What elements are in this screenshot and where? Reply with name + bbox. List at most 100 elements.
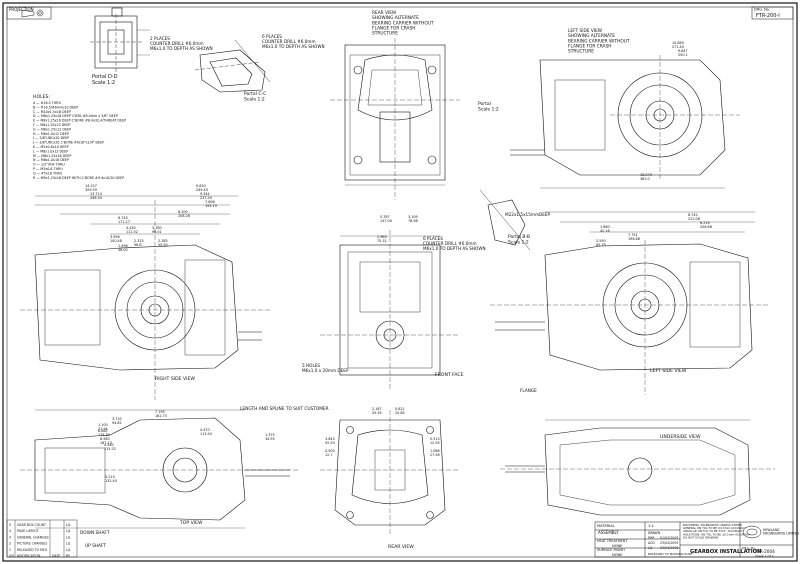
top-view-label: TOP VIEW — [179, 520, 203, 526]
dimension-value: 1.100 — [98, 423, 108, 427]
up-shaft-label: UP SHAFT — [85, 543, 106, 549]
front-face-label: FRONT FACE — [435, 372, 464, 378]
hole-item: K — M5x0.8x10 DEEP — [33, 145, 69, 149]
dimension-value: 115.32 — [104, 447, 116, 451]
dimension-value: 20.85 — [395, 411, 405, 415]
revision-cell: ISS — [9, 554, 14, 558]
dimension-value: 55.50 — [158, 243, 168, 247]
dimension-value: 113.54 — [200, 432, 212, 436]
dimension-annotations: 14.157359.5913.714348.349.820249.439.344… — [85, 41, 712, 483]
revision-cell: PAGE LAYOUT — [17, 529, 39, 533]
dimension-value: 112.52 — [126, 230, 138, 234]
dimension-value: 78.98 — [408, 219, 418, 223]
dimension-value: 92.53 — [325, 441, 335, 445]
company-logo — [742, 525, 762, 539]
hole-item: D — M8x1.25x16 DEEP C'BRL #8.4mm x 3/8" … — [33, 114, 118, 118]
tb-none-1: NONE — [612, 544, 623, 548]
dwg-no-value: FTR-200-I — [756, 13, 780, 19]
dimension-value: 7.606 — [205, 200, 215, 204]
tb-approved-by: LJL — [648, 546, 653, 550]
dimension-value: 10.685 — [672, 41, 684, 45]
tb-drawn-date: 01/02/2005 — [660, 536, 678, 540]
dimension-value: 4.470 — [200, 428, 210, 432]
dimension-value: 5.213 — [105, 475, 115, 479]
dimension-value: 9.847 — [678, 49, 688, 53]
dimension-value: 1.086 — [430, 449, 440, 453]
dimension-value: 94.82 — [112, 421, 122, 425]
dimension-value: 9.344 — [200, 192, 210, 196]
hole-item: R — M8x1.25x16 DEEP WITH C'BORE #9.4x10/… — [33, 176, 124, 180]
dimension-value: 0.821 — [395, 407, 405, 411]
hole-item: L — M6x1.0x12 DEEP — [33, 149, 68, 153]
dimension-value: 3.643 — [325, 437, 335, 441]
tb-released: RELEASED TO MANUFACTURE — [648, 552, 693, 556]
dimension-value: 147.00 — [380, 219, 392, 223]
revision-cell: PICTURE CHANGES — [17, 542, 47, 546]
underside-view-drawing — [500, 419, 775, 516]
holes-title: HOLES: — [33, 94, 50, 100]
dimension-value: 0.510 — [430, 437, 440, 441]
portal-bb-view — [479, 189, 531, 251]
hole-item: M — M8x1.25x16 DEEP — [33, 154, 71, 158]
hole-item: G — M8x1.25x12 DEEP — [33, 127, 71, 131]
sheet-inner-border — [6, 6, 794, 558]
dimension-value: 27.58 — [430, 453, 440, 457]
dimension-value: 193.19 — [205, 204, 217, 208]
dimension-value: 3.733 — [112, 417, 122, 421]
tb-assembly: ASSEMBLY — [598, 530, 619, 535]
revision-cell: GENERAL CHANGES — [17, 535, 49, 539]
top-view-drawing — [20, 409, 300, 529]
dimension-value: 27.94 — [98, 427, 108, 431]
drawing-number-box-top: DRG. No. FTR-200-I — [751, 6, 794, 20]
dimension-value: 171.27 — [118, 220, 130, 224]
dimension-value: 5.787 — [380, 215, 390, 219]
hole-item: C — M10x1.5x16 DEEP — [33, 110, 71, 114]
left-side-view-label: LEFT SIDE VIEW — [650, 368, 687, 374]
hole-item: A — #16.5 THRU — [33, 101, 62, 105]
hole-item: J — 3/8"UNCx20 C'BORE #9/16"x1/4" DEEP — [32, 141, 104, 145]
hole-item: F — M8x1.25x25 DEEP — [33, 123, 70, 127]
projection-box: PROJECTION — [6, 6, 52, 20]
revision-cell: BY — [66, 554, 70, 558]
revision-cell: DATE — [52, 554, 60, 558]
dimension-value: 65.79 — [596, 243, 606, 247]
dimension-value: 132.40 — [105, 479, 117, 483]
rear-view-top-drawing — [330, 38, 460, 200]
tb-drawn: DRAWN — [648, 531, 661, 535]
revision-cell: 3 — [9, 535, 11, 539]
dimension-value: 6.743 — [118, 216, 128, 220]
rear-view-label: REAR VIEW — [388, 544, 414, 550]
dimension-value: 208.28 — [178, 214, 190, 218]
dimension-value: 34.93 — [265, 437, 275, 441]
tb-scale: 1:1 — [648, 524, 654, 528]
revision-cell: LJL — [66, 542, 71, 546]
dimension-value: 383.0 — [640, 177, 650, 181]
revision-cell: 5 — [9, 523, 11, 527]
tb-none-2: NONE — [612, 553, 623, 557]
dimension-value: 6.862 — [98, 429, 108, 433]
revision-cell: LJL — [66, 535, 71, 539]
dimension-value: 196.88 — [628, 237, 640, 241]
tb-dwg-value: FTR-2004 — [755, 549, 775, 554]
revision-cell: MODIFICATION — [17, 554, 41, 558]
dimension-value: 3.109 — [408, 215, 418, 219]
tb-checked-by: ACD — [648, 541, 655, 545]
hole-item: P — M5x0.8 THRU — [33, 167, 63, 171]
hole-item: H — M6x1.0x12 DEEP — [33, 132, 69, 136]
tb-approved-date: 23/04/2005 — [660, 546, 678, 550]
revision-cell: LJL — [66, 548, 71, 552]
dimension-value: 2.590 — [596, 239, 606, 243]
dimension-value: 9.820 — [196, 184, 206, 188]
